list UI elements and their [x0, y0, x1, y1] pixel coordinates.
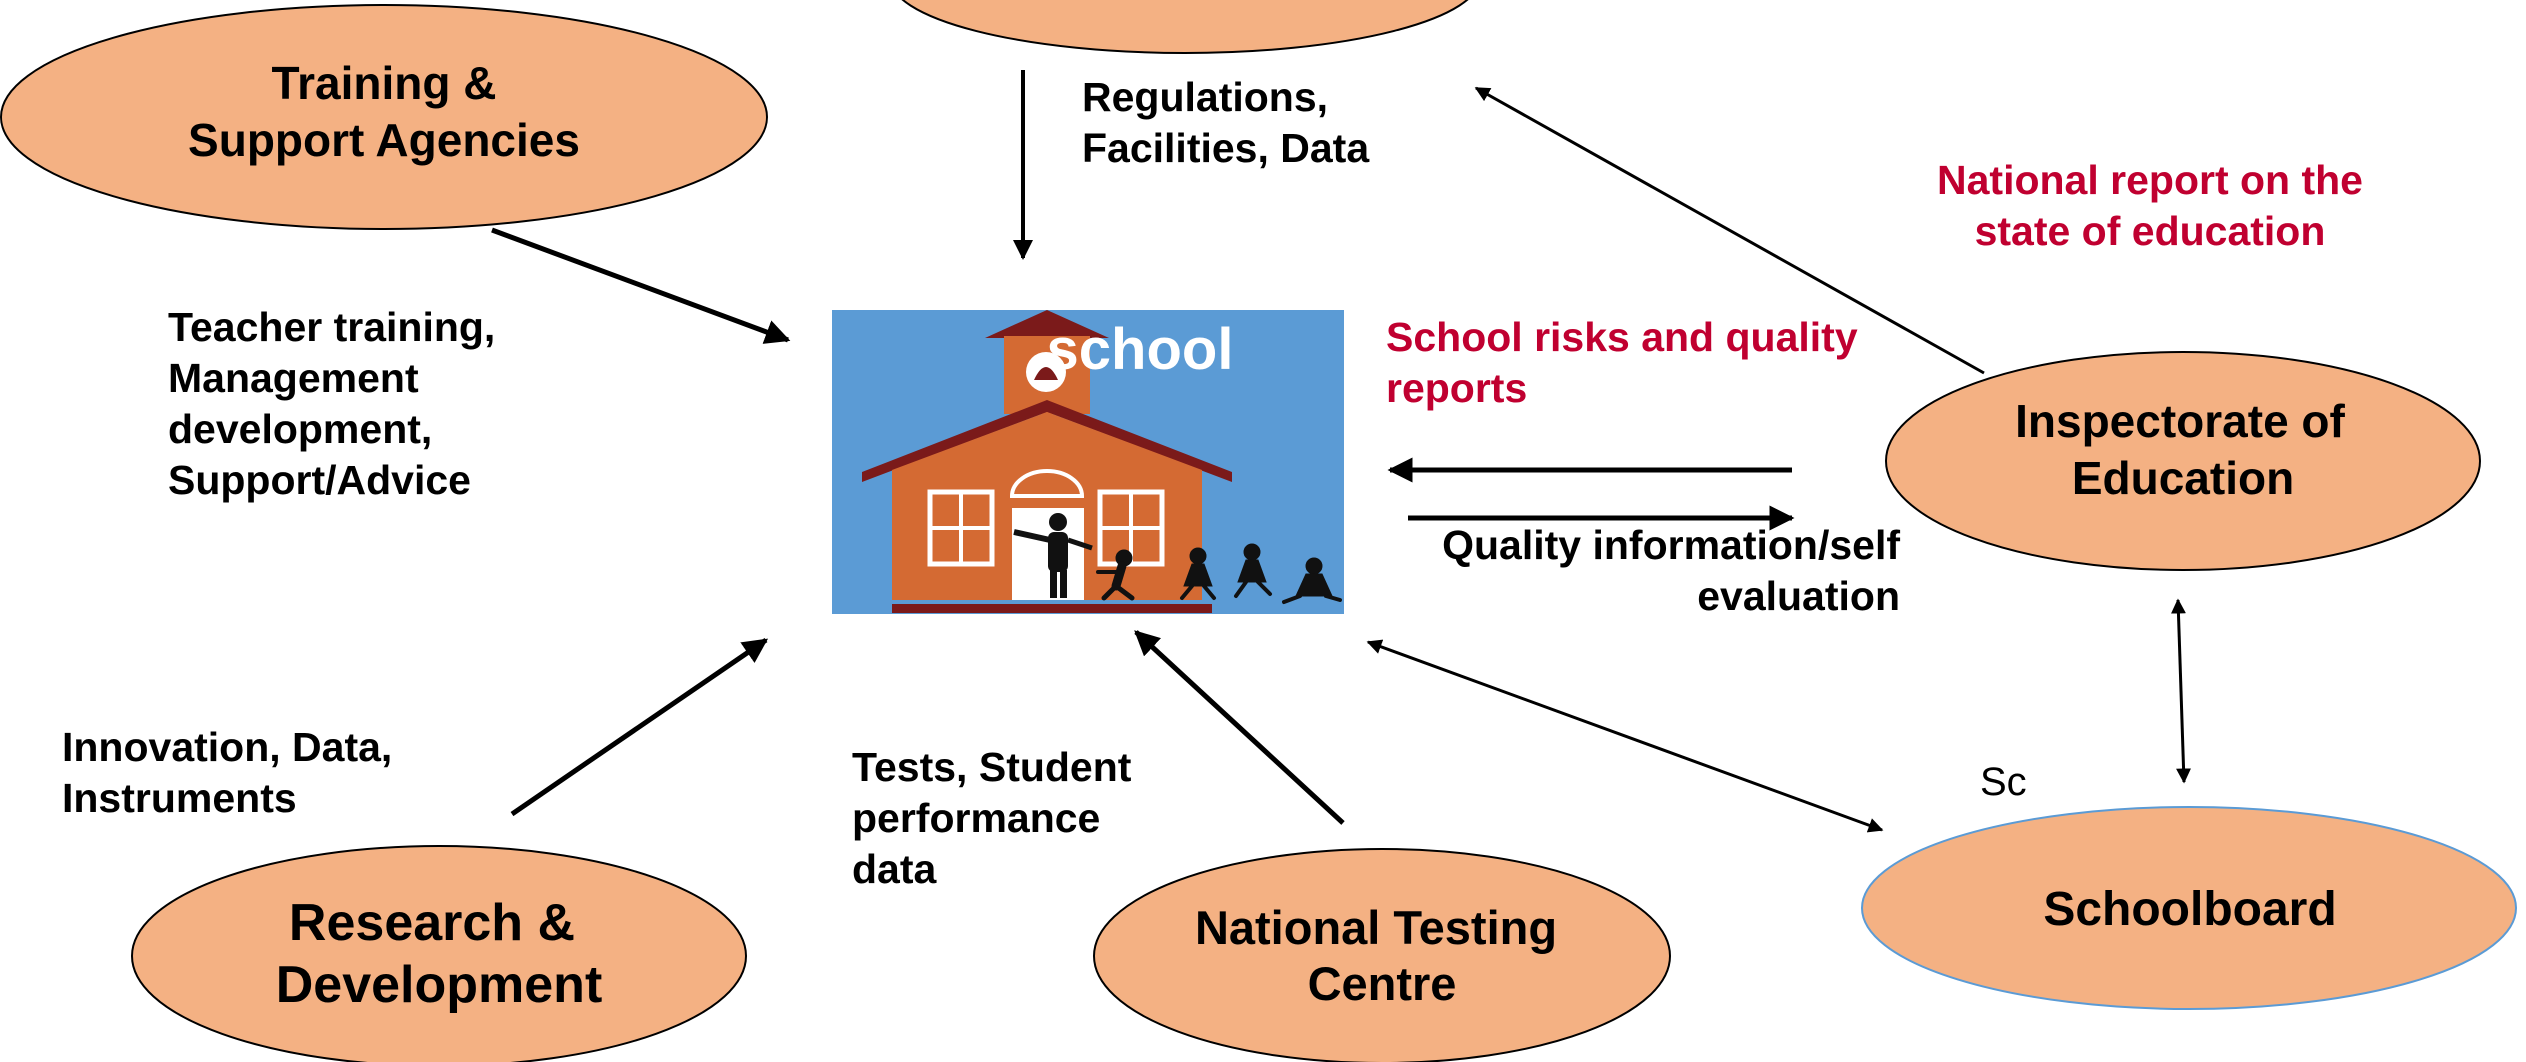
school-image-label: school	[1047, 317, 1234, 382]
node-schoolboard: Schoolboard	[1861, 806, 2517, 1010]
node-research-development: Research & Development	[131, 845, 747, 1062]
arrow-research-to-school	[510, 637, 769, 817]
node-training-support: Training & Support Agencies	[0, 4, 768, 230]
label-teacher-training: Teacher training, Management development…	[168, 304, 496, 503]
children-silhouettes	[1096, 543, 1342, 604]
label-school-risks: School risks and quality reports	[1386, 314, 1858, 411]
arrow-inspectorate-schoolboard	[2170, 598, 2192, 784]
node-training-line2: Support Agencies	[188, 114, 580, 166]
label-national-report: National report on the state of educatio…	[1937, 157, 2363, 254]
top-node-partial	[901, 0, 1469, 54]
school-bell-icon	[1034, 367, 1058, 380]
node-national-testing: National Testing Centre	[1093, 848, 1671, 1062]
label-quality-info: Quality information/self evaluation	[1442, 522, 1900, 619]
teacher-silhouette	[1013, 513, 1093, 598]
school-image: school	[832, 310, 1344, 614]
label-regulations: Regulations, Facilities, Data	[1082, 74, 1370, 171]
arrow-inspectorate-to-top	[1474, 86, 1985, 375]
label-tests: Tests, Student performance data	[852, 744, 1132, 892]
node-schoolboard-label: Schoolboard	[2043, 883, 2336, 936]
arrow-testing-to-school	[1134, 630, 1345, 825]
node-testing-line2: Centre	[1308, 957, 1457, 1010]
arrow-training-to-school	[491, 227, 791, 344]
node-inspectorate: Inspectorate of Education	[1885, 351, 2481, 571]
arrow-school-schoolboard	[1366, 639, 1884, 833]
node-inspectorate-line2: Education	[2072, 452, 2294, 504]
stray-text: Sc	[1980, 760, 2027, 804]
node-inspectorate-line1: Inspectorate of	[2015, 395, 2345, 447]
node-training-line1: Training &	[272, 57, 497, 109]
node-testing-line1: National Testing	[1195, 901, 1557, 954]
school-tower-roof	[985, 310, 1109, 338]
node-research-line2: Development	[276, 956, 603, 1014]
label-innovation: Innovation, Data, Instruments	[62, 724, 393, 821]
node-research-line1: Research &	[289, 894, 575, 952]
